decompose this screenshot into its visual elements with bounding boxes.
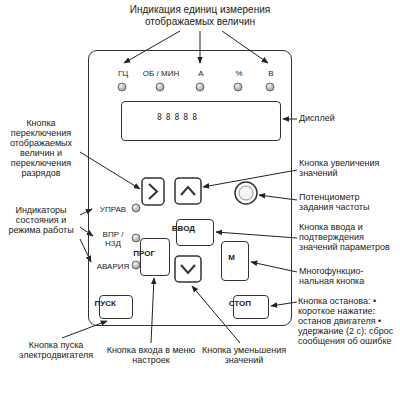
indicator-label: АВАРИЯ <box>97 262 130 271</box>
callout-text: Многофункцио- нальная кнопка <box>299 266 395 286</box>
indicator-label: В <box>268 69 273 78</box>
callout-text: Дисплей <box>299 113 369 123</box>
unit-leds <box>118 83 274 91</box>
callout-title: Индикация единиц измерения отображаемых … <box>120 4 280 28</box>
indicator-label: % <box>235 69 242 78</box>
potentiometer-knob <box>235 182 257 204</box>
callout-text: Кнопка входа в меню настроек <box>106 345 196 365</box>
display-digits: 88888 <box>157 112 201 121</box>
callout-text: Потенциометр задания частоты <box>299 192 395 212</box>
leader-lines <box>62 31 297 343</box>
status-leds <box>132 204 140 269</box>
led-display: 88888 <box>121 101 281 141</box>
button-label: ПУСК <box>95 298 116 307</box>
button-label: М <box>228 252 235 261</box>
indicator-label: УПРАВ <box>100 205 126 214</box>
control-panel: 88888ВВОДПРОГМПУСКСТОПГЦОБ / МИНА%ВУПРАВ… <box>88 50 292 326</box>
callout-text: Кнопка пуска электродвигателя <box>8 340 104 360</box>
callout-text: Кнопка ввода и подтверждения значений па… <box>299 222 395 252</box>
indicator-label: ВПР / НЗД <box>100 230 126 248</box>
indicator-label: ОБ / МИН <box>143 69 179 78</box>
indicator-label: А <box>198 69 203 78</box>
callout-text: Кнопка останова: • короткое нажатие: ост… <box>298 296 395 346</box>
stop-button: СТОП <box>233 295 269 319</box>
callout-text: Индикаторы состояния и режима работы <box>3 205 79 235</box>
callout-text: Кнопка уменьшения значений <box>198 345 290 365</box>
callout-text: Кнопка переключения отображаемых величин… <box>3 118 79 178</box>
indicator-label: ГЦ <box>118 69 128 78</box>
multi-button: М <box>221 241 249 281</box>
button-label: ВВОД <box>172 224 195 233</box>
callout-text: Кнопка увеличения значений <box>299 158 395 178</box>
button-label: ПРОГ <box>133 248 155 257</box>
button-label: СТОП <box>229 298 251 307</box>
enter-button: ВВОД <box>176 219 214 246</box>
prog-button: ПРОГ <box>140 238 170 276</box>
start-button: ПУСК <box>99 295 133 319</box>
